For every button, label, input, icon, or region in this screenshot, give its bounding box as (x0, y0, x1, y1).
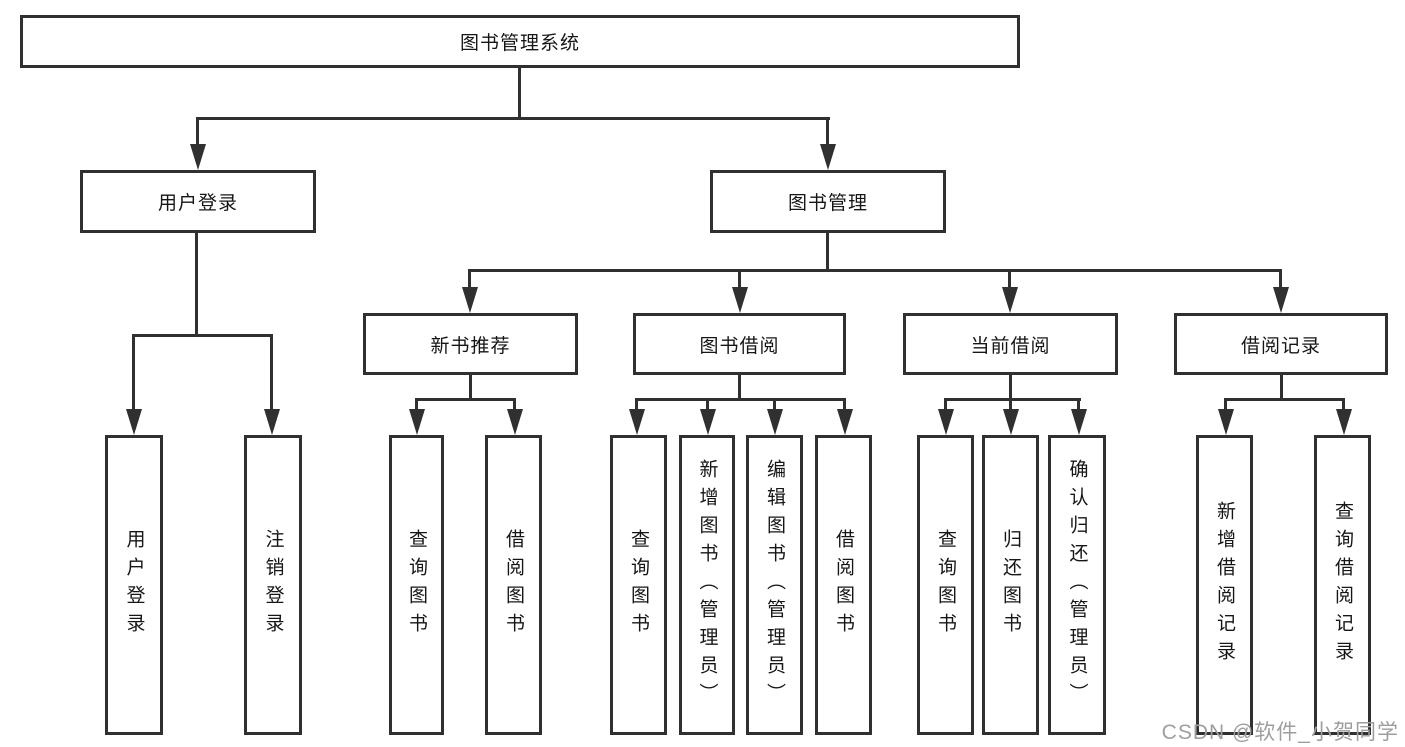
arrowhead-down-icon (264, 409, 280, 435)
leaf-edit-books-admin: 编辑图书（管理员） (746, 435, 803, 735)
node-book-borrowing-label: 图书借阅 (699, 335, 780, 357)
connector-line (1224, 398, 1345, 401)
connector-line (1009, 398, 1012, 412)
leaf-query-books-current: 查询图书 (917, 435, 974, 735)
connector-line (635, 398, 846, 401)
connector-line (518, 66, 521, 119)
connector-line (1279, 269, 1282, 290)
arrowhead-down-icon (732, 287, 748, 313)
csdn-watermark: CSDN @软件_小贺同学 (1161, 721, 1399, 744)
connector-line (415, 398, 516, 401)
leaf-logout-label: 注销登录 (262, 529, 284, 641)
leaf-query-books-borrowing-label: 查询图书 (628, 529, 649, 641)
arrowhead-down-icon (1002, 287, 1018, 313)
connector-line (773, 398, 776, 412)
connector-line (196, 117, 199, 147)
leaf-user-login-label: 用户登录 (123, 529, 145, 641)
connector-line (196, 117, 830, 120)
arrowhead-down-icon (1003, 409, 1019, 435)
leaf-edit-books-admin-label: 编辑图书（管理员） (764, 459, 785, 711)
arrowhead-down-icon (767, 409, 783, 435)
leaf-borrow-books-recommend: 借阅图书 (485, 435, 542, 735)
connector-line (1008, 269, 1011, 290)
node-root-label: 图书管理系统 (459, 33, 580, 54)
leaf-query-books-current-label: 查询图书 (935, 529, 956, 641)
node-user-login-label: 用户登录 (157, 193, 238, 214)
leaf-confirm-return-admin: 确认归还（管理员） (1048, 435, 1106, 735)
arrowhead-down-icon (837, 409, 853, 435)
connector-line (1342, 398, 1345, 412)
arrowhead-down-icon (938, 409, 954, 435)
arrowhead-down-icon (462, 287, 478, 313)
node-new-book-recommend: 新书推荐 (363, 313, 578, 375)
leaf-borrow-books: 借阅图书 (815, 435, 872, 735)
leaf-borrow-books-label: 借阅图书 (833, 529, 854, 641)
connector-line (1009, 373, 1012, 401)
connector-line (513, 398, 516, 412)
connector-line (1280, 373, 1283, 401)
connector-line (944, 398, 1081, 401)
connector-line (468, 269, 1282, 272)
connector-line (826, 117, 829, 147)
node-book-borrowing: 图书借阅 (633, 313, 846, 375)
leaf-query-books-recommend-label: 查询图书 (406, 529, 427, 641)
connector-line (132, 334, 273, 337)
connector-line (468, 269, 471, 290)
connector-line (738, 269, 741, 290)
leaf-return-books-label: 归还图书 (1000, 529, 1021, 641)
node-borrowing-records-label: 借阅记录 (1240, 335, 1321, 357)
node-borrowing-records: 借阅记录 (1174, 313, 1388, 375)
leaf-query-books-recommend: 查询图书 (389, 435, 444, 735)
leaf-query-books-borrowing: 查询图书 (610, 435, 667, 735)
connector-line (843, 398, 846, 412)
leaf-logout: 注销登录 (244, 435, 302, 735)
arrowhead-down-icon (507, 409, 523, 435)
arrowhead-down-icon (1273, 287, 1289, 313)
leaf-borrow-books-recommend-label: 借阅图书 (503, 529, 524, 641)
connector-line (195, 231, 198, 337)
arrowhead-down-icon (1218, 409, 1234, 435)
arrowhead-down-icon (1071, 409, 1087, 435)
connector-line (132, 334, 135, 412)
node-book-management: 图书管理 (710, 170, 946, 233)
leaf-add-borrow-record: 新增借阅记录 (1196, 435, 1253, 735)
connector-line (706, 398, 709, 412)
arrowhead-down-icon (820, 144, 836, 170)
connector-line (1224, 398, 1227, 412)
leaf-add-borrow-record-label: 新增借阅记录 (1214, 501, 1235, 669)
node-current-borrowing: 当前借阅 (903, 313, 1118, 375)
node-current-borrowing-label: 当前借阅 (970, 335, 1051, 357)
connector-line (469, 373, 472, 401)
leaf-query-borrow-record: 查询借阅记录 (1314, 435, 1371, 735)
leaf-confirm-return-admin-label: 确认归还（管理员） (1066, 459, 1088, 711)
leaf-return-books: 归还图书 (982, 435, 1039, 735)
arrowhead-down-icon (1336, 409, 1352, 435)
node-user-login: 用户登录 (80, 170, 316, 233)
node-book-management-label: 图书管理 (787, 193, 868, 214)
connector-line (944, 398, 947, 412)
leaf-add-books-admin-label: 新增图书（管理员） (696, 459, 718, 711)
connector-line (1077, 398, 1080, 412)
connector-line (635, 398, 638, 412)
node-new-book-recommend-label: 新书推荐 (430, 335, 511, 357)
arrowhead-down-icon (126, 409, 142, 435)
leaf-user-login: 用户登录 (105, 435, 163, 735)
connector-line (826, 231, 829, 272)
connector-line (270, 334, 273, 412)
arrowhead-down-icon (190, 144, 206, 170)
arrowhead-down-icon (700, 409, 716, 435)
arrowhead-down-icon (629, 409, 645, 435)
leaf-query-borrow-record-label: 查询借阅记录 (1332, 501, 1353, 669)
connector-line (415, 398, 418, 412)
connector-line (738, 373, 741, 401)
node-root: 图书管理系统 (20, 15, 1020, 68)
leaf-add-books-admin: 新增图书（管理员） (679, 435, 735, 735)
arrowhead-down-icon (409, 409, 425, 435)
